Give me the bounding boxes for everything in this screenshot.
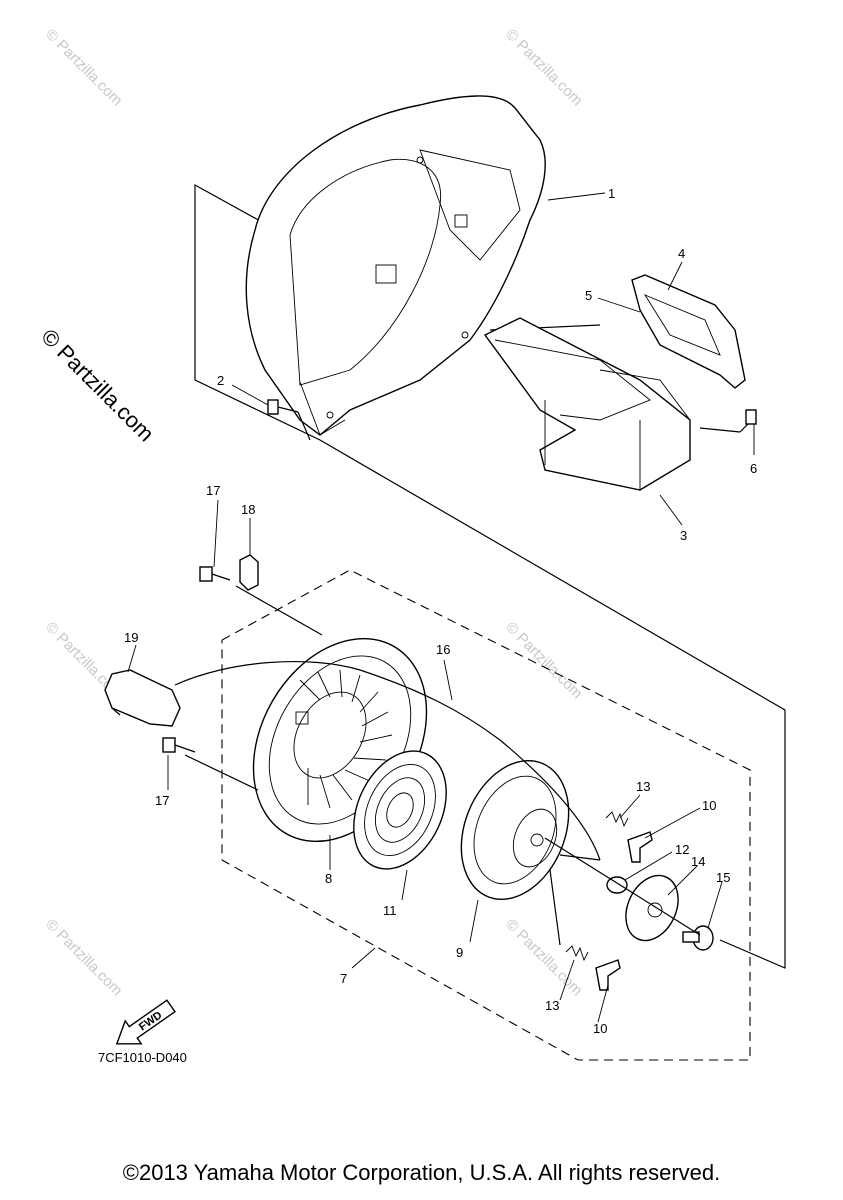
callout-9: 9 bbox=[456, 945, 463, 960]
watermark-5: © Partzilla.com bbox=[42, 916, 125, 999]
watermark-6: © Partzilla.com bbox=[502, 916, 585, 999]
watermark-1: © Partzilla.com bbox=[42, 26, 125, 109]
callout-17-lower: 17 bbox=[155, 793, 169, 808]
air-duct bbox=[483, 317, 691, 491]
watermark-large: © Partzilla.com bbox=[36, 324, 159, 447]
callout-6: 6 bbox=[750, 461, 757, 476]
callout-15: 15 bbox=[716, 870, 730, 885]
bolt-6 bbox=[699, 409, 757, 433]
callout-17-upper: 17 bbox=[206, 483, 220, 498]
bolt-2 bbox=[267, 399, 311, 441]
pawl-lower-10 bbox=[595, 959, 621, 991]
copyright-notice: ©2013 Yamaha Motor Corporation, U.S.A. A… bbox=[122, 1160, 721, 1185]
assembly-lines bbox=[184, 585, 701, 946]
callout-13-upper: 13 bbox=[636, 779, 650, 794]
callout-1: 1 bbox=[608, 186, 615, 201]
screw-15 bbox=[682, 925, 714, 951]
drawing-code: 7CF1010-D040 bbox=[98, 1050, 187, 1065]
bolt-17-lower bbox=[162, 737, 196, 753]
callout-10-lower: 10 bbox=[593, 1021, 607, 1036]
callout-10-upper: 10 bbox=[702, 798, 716, 813]
callout-11: 11 bbox=[383, 903, 397, 918]
callout-labels: 1 2 3 4 5 6 7 8 9 10 10 11 12 13 13 14 1… bbox=[124, 186, 757, 1036]
spring-upper-13 bbox=[605, 811, 629, 828]
callout-4: 4 bbox=[678, 246, 685, 261]
bracket bbox=[631, 274, 746, 389]
watermark-2: © Partzilla.com bbox=[502, 26, 585, 109]
case-ribs bbox=[299, 669, 393, 809]
callout-8: 8 bbox=[325, 871, 332, 886]
fan-housing bbox=[245, 95, 546, 436]
bolt-17-upper bbox=[199, 566, 231, 582]
callout-16: 16 bbox=[436, 642, 450, 657]
starter-rope bbox=[174, 660, 601, 861]
callout-13-lower: 13 bbox=[545, 998, 559, 1013]
rope-guide-18 bbox=[239, 554, 259, 591]
callout-2: 2 bbox=[217, 373, 224, 388]
pawl-upper-10 bbox=[627, 831, 653, 863]
callout-18: 18 bbox=[241, 502, 255, 517]
spring-lower-13 bbox=[565, 945, 589, 962]
leader-lines bbox=[127, 192, 755, 1023]
callout-7: 7 bbox=[340, 971, 347, 986]
callout-3: 3 bbox=[680, 528, 687, 543]
washer-12 bbox=[606, 876, 628, 894]
spiral-spring bbox=[353, 750, 447, 870]
fwd-arrow: FWD bbox=[115, 999, 176, 1045]
callout-14: 14 bbox=[691, 854, 705, 869]
reel bbox=[460, 759, 570, 901]
callout-5: 5 bbox=[585, 288, 592, 303]
callout-12: 12 bbox=[675, 842, 689, 857]
assembly-7-outline bbox=[221, 569, 751, 1061]
starter-handle bbox=[104, 669, 181, 727]
watermark-4: © Partzilla.com bbox=[502, 619, 585, 702]
callout-19: 19 bbox=[124, 630, 138, 645]
